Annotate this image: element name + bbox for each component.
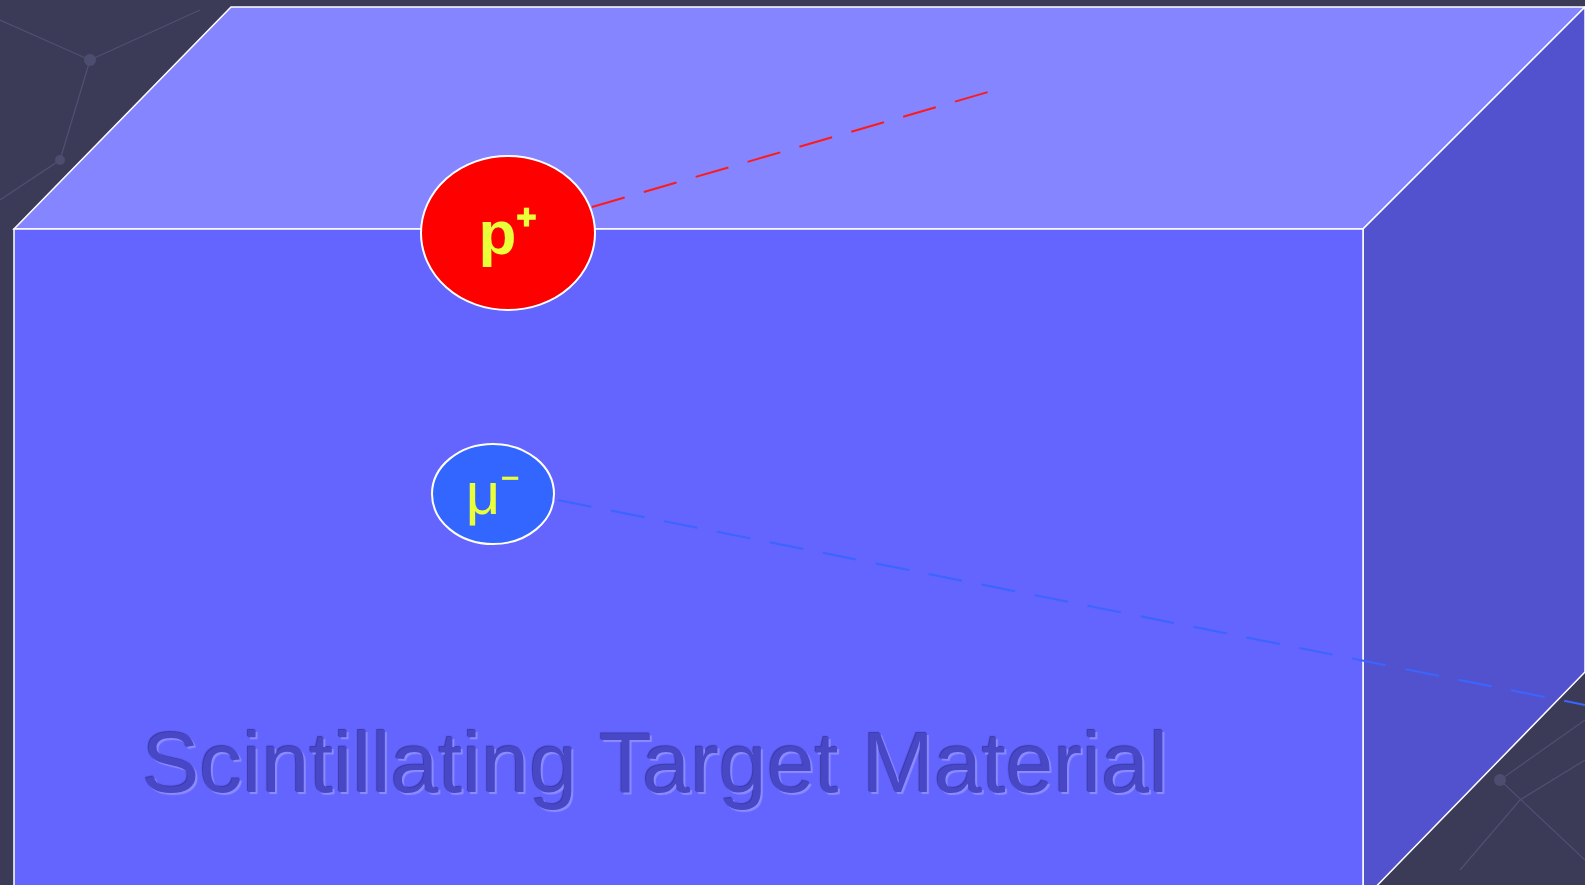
muon-circle: μ⁻ xyxy=(431,443,555,545)
front-face xyxy=(14,229,1363,885)
proton-track xyxy=(592,88,1002,207)
block-label: Scintillating Target Material xyxy=(142,719,1168,805)
circle-fill xyxy=(432,444,554,544)
top-face xyxy=(14,7,1585,229)
target-block: Scintillating Target Materialp⁺μ⁻ xyxy=(14,229,1363,885)
circle-fill xyxy=(421,156,595,310)
muon-track xyxy=(558,500,1585,705)
particle-label: μ⁻ xyxy=(466,464,521,524)
proton-circle: p⁺ xyxy=(420,155,596,311)
right-face xyxy=(1363,7,1585,885)
particle-label: p⁺ xyxy=(479,202,538,264)
